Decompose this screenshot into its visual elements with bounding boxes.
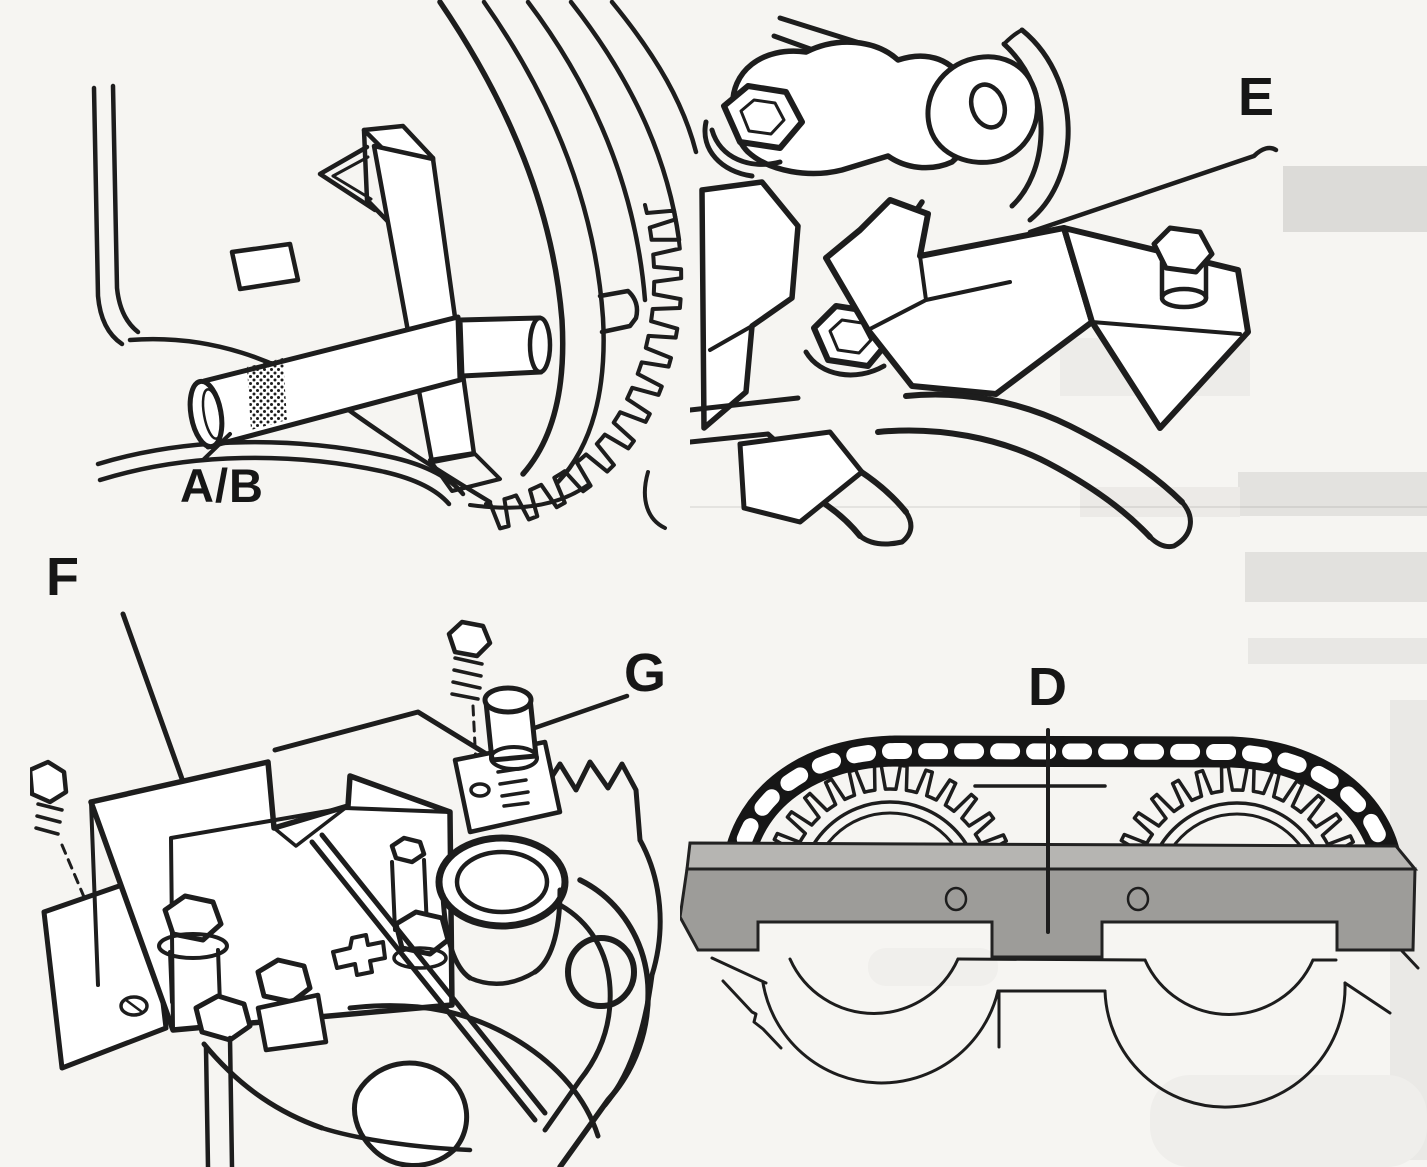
bar-hole xyxy=(944,886,968,912)
figure-crank-pin-ab xyxy=(91,0,699,531)
leader-line-ab xyxy=(201,432,232,462)
lower-engine-contours xyxy=(201,1003,601,1167)
bleed-through-ghost xyxy=(1238,472,1427,516)
base-casting xyxy=(690,395,865,525)
label-crank-pin: A/B xyxy=(180,459,264,512)
label-tool-g: G xyxy=(624,643,667,703)
ring-gear-teeth xyxy=(484,203,684,531)
cylinder-head-casting xyxy=(542,877,651,1167)
bleed-through-ghost xyxy=(1248,638,1427,664)
fixing-bolt xyxy=(30,759,100,932)
cam-locking-tool-e xyxy=(823,197,1251,431)
stud-with-nut xyxy=(255,957,329,1053)
figure-tension-tools-fg xyxy=(30,611,663,1167)
cross-fitting xyxy=(331,933,387,977)
stud-with-nut xyxy=(157,893,253,1043)
figure-lock-bar-d xyxy=(680,728,1420,1109)
pedestal xyxy=(699,179,801,431)
diagonal-rod xyxy=(309,832,548,1123)
bar-top-face xyxy=(685,841,1419,871)
tool-g-cylinder xyxy=(482,685,539,808)
bleed-through-ghost xyxy=(1283,166,1427,232)
label-tool-f: F xyxy=(46,547,79,607)
hex-nut xyxy=(702,83,805,179)
crankshaft-locking-pin xyxy=(187,288,640,450)
bearing-housing-sketch xyxy=(710,949,1420,1109)
flywheel-ring-gear xyxy=(437,0,699,531)
paper-crease xyxy=(690,506,1427,508)
label-cam-bracket: E xyxy=(1238,67,1275,127)
oil-seal-boss xyxy=(435,834,569,986)
leader-line-e xyxy=(1027,145,1279,235)
figure-cam-bracket-e xyxy=(690,15,1279,550)
knurled-band xyxy=(247,358,287,430)
label-lock-bar: D xyxy=(1028,657,1067,717)
leader-line-g xyxy=(517,693,630,736)
camshaft-bearing-caps xyxy=(730,15,1071,223)
fixing-bolt xyxy=(446,619,493,807)
bar-hole xyxy=(1126,886,1150,912)
timing-belt xyxy=(721,735,1404,882)
tool-bolt xyxy=(1151,225,1215,275)
bleed-through-ghost xyxy=(868,948,998,986)
bleed-through-ghost xyxy=(1245,552,1427,602)
